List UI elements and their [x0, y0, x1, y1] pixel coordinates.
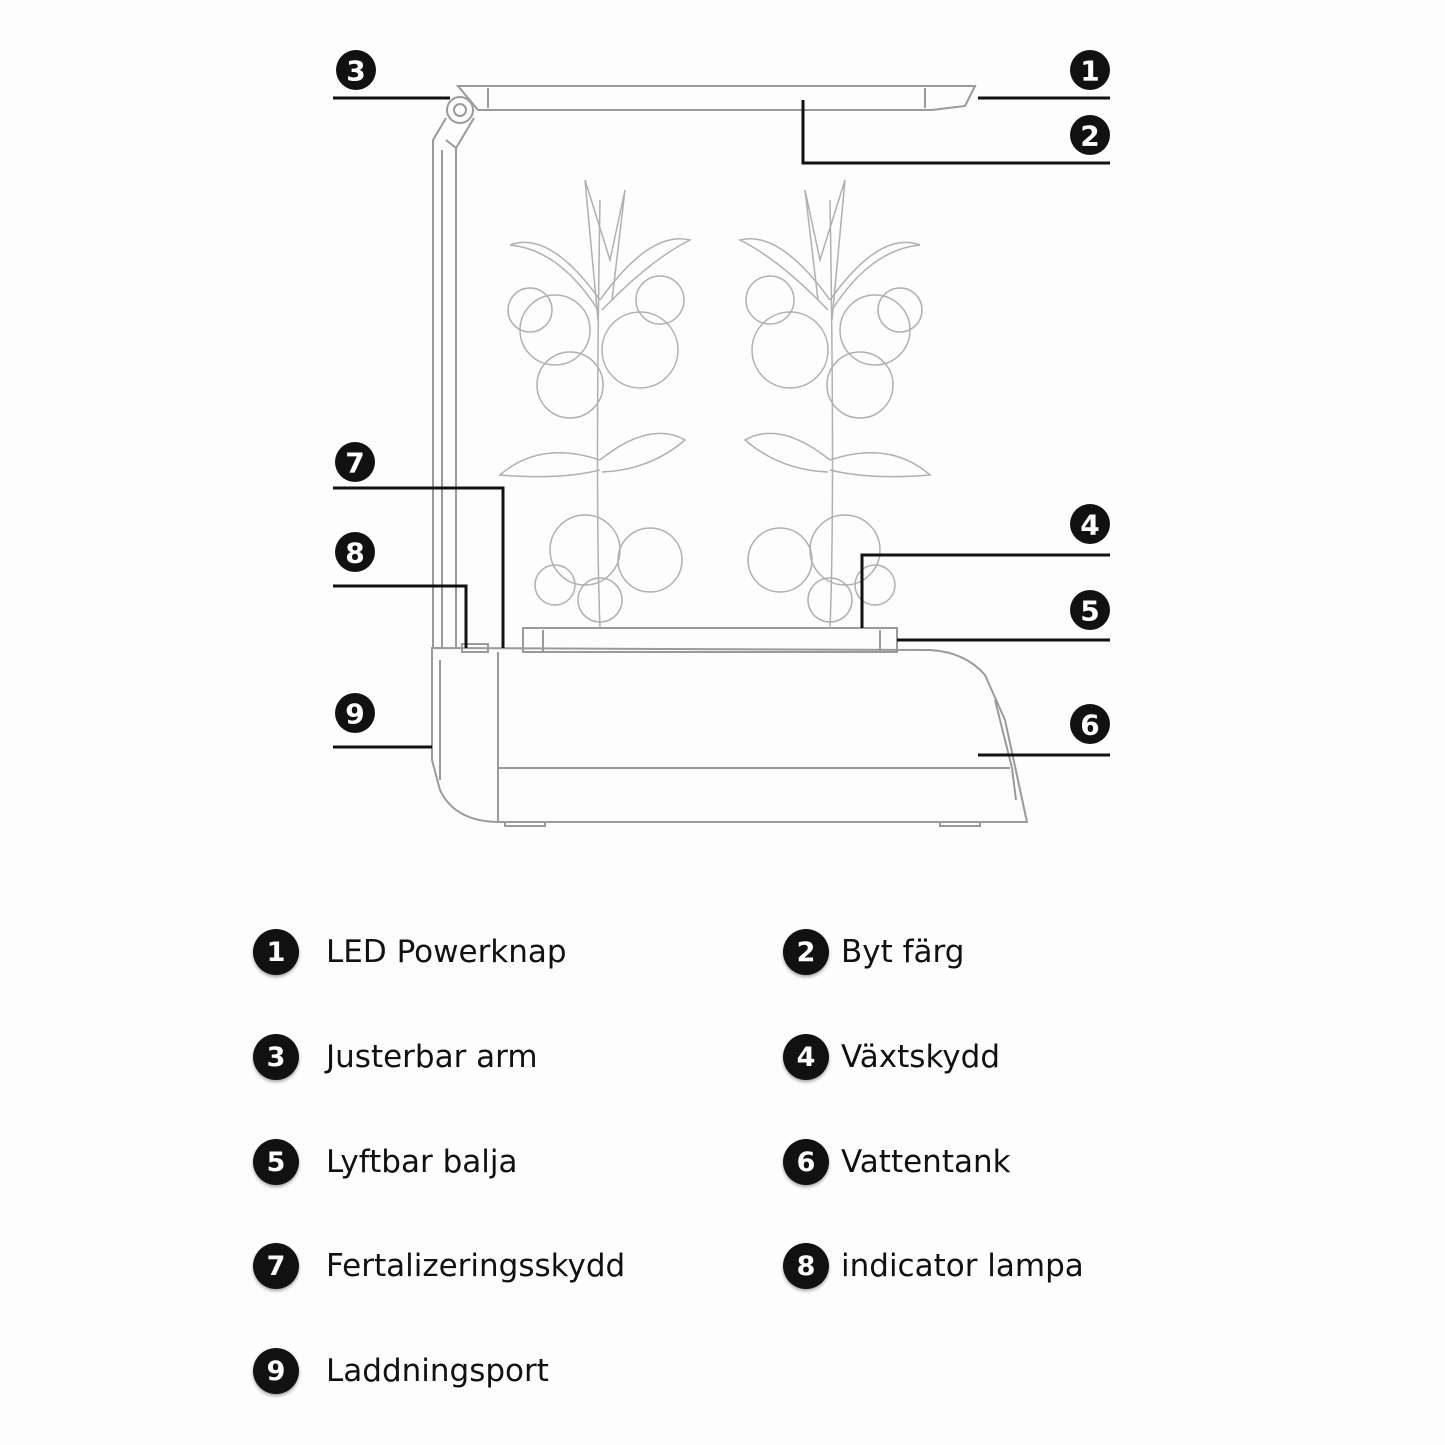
svg-text:8: 8 [345, 537, 364, 570]
svg-text:9: 9 [345, 698, 364, 731]
legend-label: Fertalizeringsskydd [326, 1248, 626, 1284]
svg-text:1: 1 [1080, 55, 1099, 88]
product-diagram: 1 2 3 4 5 6 7 8 9 [333, 50, 1110, 827]
number-badge: 3 [253, 1034, 299, 1080]
svg-text:6: 6 [1080, 709, 1099, 742]
leader-8 [333, 584, 468, 648]
legend-label: Växtskydd [841, 1039, 1000, 1075]
callout-badge-4: 4 [1070, 504, 1110, 544]
legend-label: Vattentank [841, 1144, 1011, 1180]
callout-badge-8: 8 [335, 532, 375, 572]
leader-7 [333, 486, 505, 648]
legend-item-6: 6 Vattentank [783, 1137, 1011, 1187]
leader-4 [860, 553, 1110, 628]
svg-text:2: 2 [1080, 120, 1099, 153]
svg-text:5: 5 [1080, 595, 1099, 628]
hinge [446, 96, 474, 124]
legend-label: Byt färg [841, 934, 965, 970]
callout-badge-2: 2 [1070, 115, 1110, 155]
legend-item-7: 7 Fertalizeringsskydd [253, 1241, 625, 1291]
flower-left [498, 179, 693, 629]
legend-item-3: 3 Justerbar arm [253, 1032, 538, 1082]
callout-badge-7: 7 [335, 442, 375, 482]
svg-text:3: 3 [346, 55, 365, 88]
leader-lines [333, 96, 1110, 757]
number-badge: 1 [253, 929, 299, 975]
number-badge: 9 [253, 1348, 299, 1394]
legend-item-2: 2 Byt färg [783, 927, 964, 977]
legend-item-9: 9 Laddningsport [253, 1346, 549, 1396]
svg-text:4: 4 [1080, 509, 1099, 542]
lamp-head [455, 85, 977, 111]
callout-badge-9: 9 [335, 693, 375, 733]
number-badge: 4 [783, 1034, 829, 1080]
number-badge: 6 [783, 1139, 829, 1185]
lamp-post [432, 117, 475, 648]
callout-badge-6: 6 [1070, 704, 1110, 744]
legend-label: Lyftbar balja [326, 1144, 518, 1180]
legend-label: Justerbar arm [326, 1039, 538, 1075]
number-badge: 8 [783, 1243, 829, 1289]
flower-right [737, 179, 932, 629]
callout-badge-1: 1 [1070, 50, 1110, 90]
number-badge: 2 [783, 929, 829, 975]
svg-text:7: 7 [345, 447, 364, 480]
legend-label: indicator lampa [841, 1248, 1084, 1284]
callout-badge-3: 3 [336, 50, 376, 90]
legend-item-5: 5 Lyftbar balja [253, 1137, 517, 1187]
lamp-drawing [431, 85, 1029, 827]
leader-2 [801, 100, 1110, 165]
callout-badge-5: 5 [1070, 590, 1110, 630]
base [431, 646, 1029, 823]
legend-label: Laddningsport [326, 1353, 549, 1389]
legend-item-4: 4 Växtskydd [783, 1032, 1000, 1082]
number-badge: 5 [253, 1139, 299, 1185]
legend-label: LED Powerknap [326, 934, 567, 970]
number-badge: 7 [253, 1243, 299, 1289]
flower-illustration [498, 179, 932, 629]
legend-item-1: 1 LED Powerknap [253, 927, 567, 977]
legend-item-8: 8 indicator lampa [783, 1241, 1084, 1291]
